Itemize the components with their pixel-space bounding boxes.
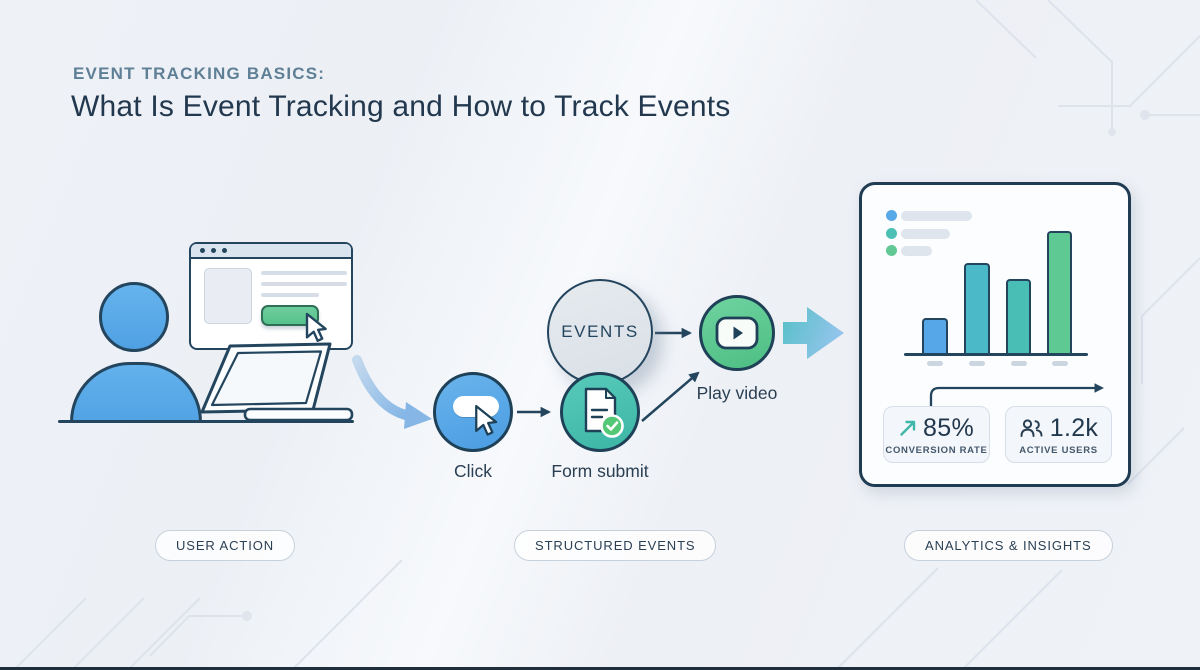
- legend-dot-blue: [886, 210, 897, 221]
- legend-bar-skeleton: [901, 228, 950, 239]
- browser-window-illustration: [189, 242, 353, 350]
- active-users-label: ACTIVE USERS: [1019, 444, 1098, 456]
- bar-chart: [904, 231, 1088, 353]
- chart-bar-1: [922, 318, 948, 353]
- legend-dot-green: [886, 245, 897, 256]
- cta-button-illustration: [261, 305, 319, 326]
- bottom-edge-strip: [0, 667, 1200, 670]
- document-check-icon: [584, 387, 624, 438]
- content-placeholder-block: [204, 268, 252, 324]
- cursor-button-icon: [475, 404, 498, 436]
- conversion-rate-stat-badge: 85% CONVERSION RATE: [883, 406, 990, 463]
- video-play-icon: [715, 316, 759, 350]
- legend-bar-skeleton: [901, 210, 972, 221]
- active-users-value: 1.2k: [1049, 413, 1099, 442]
- active-users-stat-badge: 1.2k ACTIVE USERS: [1005, 406, 1112, 463]
- click-event-node: [433, 372, 513, 452]
- stage-pill-structured-events: STRUCTURED EVENTS: [514, 530, 717, 561]
- stage-pill-label: STRUCTURED EVENTS: [535, 538, 696, 553]
- events-hub-label: EVENTS: [561, 322, 639, 341]
- cursor-icon: [305, 312, 327, 342]
- desk-line: [58, 420, 354, 423]
- form-submit-node-label: Form submit: [551, 461, 649, 481]
- page-title: What Is Event Tracking and How to Track …: [71, 90, 731, 123]
- users-icon: [1020, 419, 1043, 437]
- text-skeleton-line: [261, 271, 347, 275]
- play-video-node-label: Play video: [696, 383, 778, 403]
- conversion-rate-value: 85%: [923, 413, 974, 442]
- laptop-illustration: [200, 342, 354, 422]
- big-flow-arrow: [783, 307, 844, 359]
- stage-pill-analytics-insights: ANALYTICS & INSIGHTS: [904, 530, 1113, 561]
- curved-flow-arrow: [352, 355, 432, 429]
- text-skeleton-line: [261, 282, 347, 286]
- stage-pill-label: USER ACTION: [176, 538, 275, 553]
- play-video-event-node: [699, 295, 775, 371]
- chart-axis-line: [904, 353, 1088, 356]
- stage-pill-user-action: USER ACTION: [155, 530, 296, 561]
- eyebrow-text: EVENT TRACKING BASICS:: [73, 64, 326, 83]
- window-dot-icon: [200, 248, 205, 253]
- chart-axis-tick: [1006, 361, 1031, 366]
- chart-tick-row: [904, 361, 1072, 366]
- window-dot-icon: [222, 248, 227, 253]
- legend-bar-skeleton: [901, 245, 932, 256]
- browser-toolbar: [191, 244, 351, 259]
- person-head-illustration: [99, 282, 169, 352]
- conversion-rate-label: CONVERSION RATE: [885, 444, 988, 456]
- events-hub-circle: EVENTS: [547, 279, 653, 385]
- chart-bar-4: [1047, 231, 1072, 353]
- chart-axis-tick: [964, 361, 990, 366]
- chart-bar-3: [1006, 279, 1031, 353]
- text-skeleton-line: [261, 293, 319, 297]
- click-node-label: Click: [454, 461, 492, 481]
- form-submit-event-node: [560, 372, 640, 452]
- chart-axis-tick: [1047, 361, 1072, 366]
- legend-dot-teal: [886, 228, 897, 239]
- window-dot-icon: [211, 248, 216, 253]
- analytics-dashboard-card: 85% CONVERSION RATE 1.2k ACTIVE USERS: [859, 182, 1131, 487]
- chart-axis-tick: [922, 361, 948, 366]
- growth-arrow: [929, 383, 1104, 406]
- stage-pill-label: ANALYTICS & INSIGHTS: [925, 538, 1092, 553]
- chart-bar-2: [964, 263, 990, 353]
- trend-up-icon: [900, 420, 916, 436]
